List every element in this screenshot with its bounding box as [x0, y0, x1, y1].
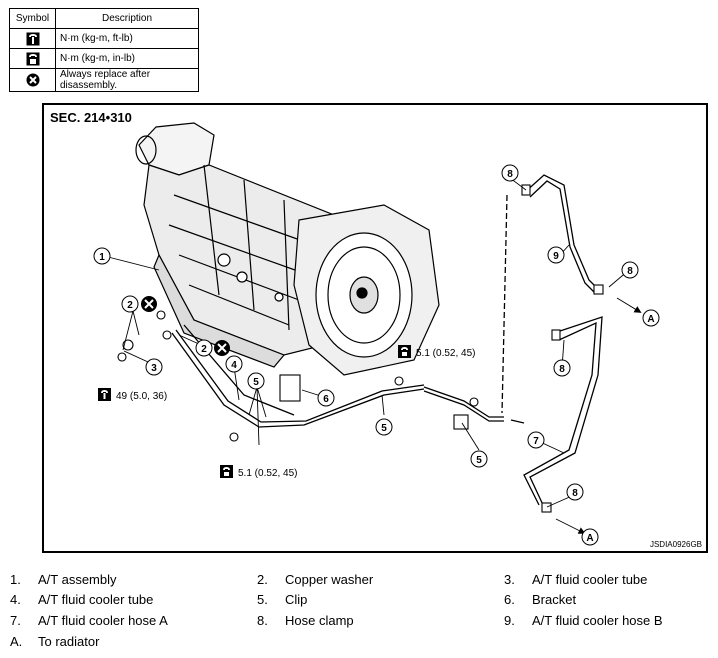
symbol-description: N·m (kg-m, in-lb) — [55, 48, 199, 69]
torque-value-top: 5.1 (0.52, 45) — [416, 348, 475, 359]
callout-8: 8 — [507, 169, 513, 180]
callout-6: 6 — [323, 394, 329, 405]
torque-label-bottom: 5.1 (0.52, 45) — [220, 465, 297, 479]
legend-item: A.To radiator — [10, 634, 100, 649]
callout-8: 8 — [559, 364, 565, 375]
legend-item: 2.Copper washer — [257, 572, 374, 587]
callout-7: 7 — [533, 436, 539, 447]
callout-8: 8 — [627, 266, 633, 277]
legend-item: 3.A/T fluid cooler tube — [504, 572, 648, 587]
torque-value-left: 49 (5.0, 36) — [116, 391, 167, 402]
callout-9: 9 — [553, 251, 559, 262]
symbol-description: Always replace after disassembly. — [55, 68, 199, 92]
legend-item: 4.A/T fluid cooler tube — [10, 592, 154, 607]
small-parts — [117, 184, 604, 513]
legend-item: 9.A/T fluid cooler hose B — [504, 613, 663, 628]
legend-item: 5.Clip — [257, 592, 308, 607]
callout-2: 2 — [127, 300, 133, 311]
section-label: SEC. 214•310 — [50, 110, 132, 125]
legend-item: 1.A/T assembly — [10, 572, 117, 587]
torque-label-top: 5.1 (0.52, 45) — [398, 345, 475, 359]
torque-value-bottom: 5.1 (0.52, 45) — [238, 468, 297, 479]
exploded-diagram: 1 2 2 3 4 5 5 5 6 7 8 8 8 8 9 A A 5.1 (0… — [93, 122, 660, 546]
callout-a: A — [647, 314, 654, 325]
symbol-table: Symbol Description N·m (kg-m, ft-lb) N·m… — [9, 8, 199, 92]
cooler-tubes — [171, 174, 603, 508]
callout-5: 5 — [476, 455, 482, 466]
diagram-code: JSDIA0926GB — [649, 540, 702, 549]
callout-bubbles — [93, 164, 660, 546]
replace-markers — [141, 296, 230, 356]
torque-label-left: 49 (5.0, 36) — [98, 388, 167, 402]
callout-5: 5 — [381, 423, 387, 434]
at-assembly-drawing — [135, 122, 440, 376]
symbol-description: N·m (kg-m, ft-lb) — [55, 28, 199, 49]
always-replace-icon — [26, 73, 39, 87]
symbol-header: Symbol — [9, 8, 56, 29]
legend-item: 6.Bracket — [504, 592, 577, 607]
callout-3: 3 — [151, 363, 157, 374]
symbol-row: N·m (kg-m, in-lb) — [9, 48, 199, 69]
symbol-row: Always replace after disassembly. — [9, 68, 199, 92]
description-header: Description — [55, 8, 199, 29]
callout-4: 4 — [231, 360, 237, 371]
callout-a: A — [586, 533, 593, 544]
callout-1: 1 — [99, 252, 105, 263]
callout-8: 8 — [572, 488, 578, 499]
torque-wrench-small-icon — [26, 52, 39, 65]
legend-item: 8.Hose clamp — [257, 613, 354, 628]
callout-2: 2 — [201, 344, 207, 355]
diagram-frame: SEC. 214•310 — [42, 103, 708, 553]
torque-wrench-icon — [26, 32, 39, 45]
symbol-row: N·m (kg-m, ft-lb) — [9, 28, 199, 49]
symbol-table-header: Symbol Description — [9, 8, 199, 29]
legend-item: 7.A/T fluid cooler hose A — [10, 613, 168, 628]
callout-5: 5 — [253, 377, 259, 388]
